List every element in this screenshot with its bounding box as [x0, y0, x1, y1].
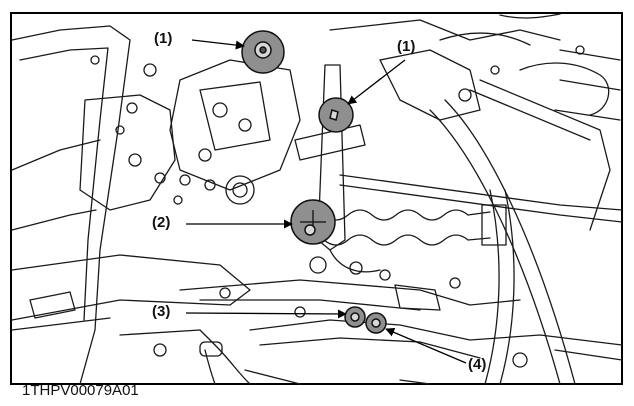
leader-3 [185, 309, 347, 319]
mechanical-linework [11, 13, 623, 385]
callout-4-label: (4) [468, 356, 487, 373]
leader-lines [185, 39, 467, 364]
leader-4 [385, 328, 467, 364]
highlighted-components [241, 30, 387, 334]
callout-1b-label: (1) [397, 38, 416, 55]
callout-2-label: (2) [152, 214, 171, 231]
figure-frame [10, 12, 623, 385]
figure-id-label: 1THPV00079A01 [22, 382, 139, 399]
leader-1b [347, 59, 406, 105]
callout-3-label: (3) [152, 303, 171, 320]
callout-1a-label: (1) [154, 30, 173, 47]
leader-1a [191, 39, 245, 50]
